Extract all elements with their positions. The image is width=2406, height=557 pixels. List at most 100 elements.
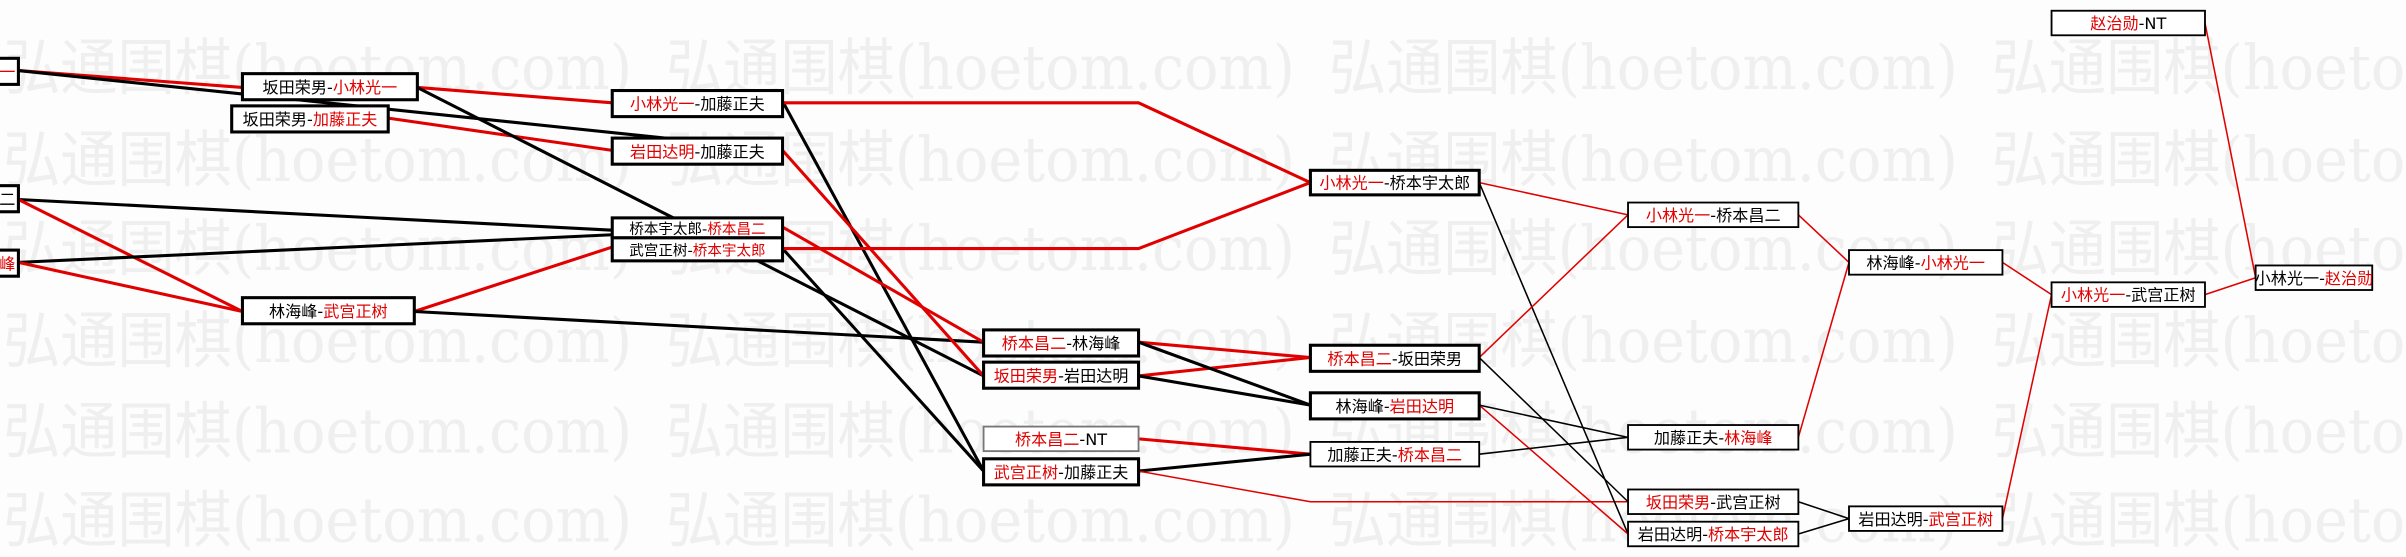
separator: - — [1079, 430, 1085, 449]
player-name: 加藤正夫 — [700, 95, 764, 114]
winner-name: 赵治勋 — [2090, 14, 2138, 33]
watermark-text: 弘通围棋(hoetom.com) — [1992, 397, 2406, 468]
match-box[interactable]: 小林光一-桥本宇太郎 — [1308, 168, 1481, 197]
watermark-text: 弘通围棋(hoetom.com) — [1992, 306, 2406, 377]
match-box-frame — [610, 136, 785, 166]
match-box[interactable]: 小林光一-加藤正夫 — [610, 88, 785, 119]
separator: - — [2319, 269, 2325, 288]
winner-name: 桥本昌二 — [1015, 430, 1079, 449]
match-box[interactable]: 加藤正夫-林海峰 — [1627, 424, 1800, 451]
winner-name: 岩田达明 — [1390, 397, 1454, 416]
match-box-frame — [1848, 505, 2004, 532]
match-box[interactable]: 坂田荣男-小林光一 — [240, 72, 419, 102]
separator: - — [1718, 428, 1724, 447]
match-box[interactable]: 赵治勋-NT — [2050, 9, 2206, 37]
winner-connector-line — [1138, 340, 1311, 360]
match-box[interactable]: 加藤正夫-桥本昌二 — [1309, 440, 1481, 468]
player-name: 小林光一 — [2255, 269, 2319, 288]
separator: - — [327, 78, 333, 97]
match-box[interactable]: 岩田达明-武宫正树 — [1848, 505, 2004, 532]
match-box[interactable]: 武宫正树-桥本宇太郎 — [610, 236, 785, 263]
match-box-frame — [2254, 264, 2374, 291]
loser-connector-line — [1138, 374, 1311, 407]
winner-connector-line — [782, 101, 1312, 184]
winner-connector-line — [781, 149, 985, 377]
match-box[interactable]: 林海峰-武宫正树 — [240, 296, 416, 326]
match-box-frame — [2050, 9, 2206, 37]
player-name: 加藤正夫 — [700, 142, 764, 161]
match-label: 桥本宇太郎-桥本昌二 — [629, 221, 765, 238]
match-box-frame — [1848, 249, 2004, 276]
loser-connector-line — [18, 233, 613, 264]
match-label: 小林光一-桥本宇太郎 — [1319, 174, 1470, 193]
match-box[interactable]: 林海峰-小林光一 — [1848, 249, 2004, 276]
separator: - — [694, 142, 700, 161]
loser-connector-line — [781, 247, 985, 473]
separator: - — [1923, 510, 1929, 529]
player-name: 林海峰 — [1866, 254, 1914, 273]
winner-connector-line — [782, 181, 1311, 251]
separator: - — [1384, 174, 1390, 193]
match-box[interactable]: 桥本昌二-NT — [982, 425, 1140, 453]
player-name: 加藤正夫 — [1327, 445, 1391, 464]
loser-connector-line — [414, 309, 984, 344]
player-name: 桥本宇太郎 — [629, 221, 702, 238]
winner-name: 武宫正树 — [994, 463, 1058, 482]
match-box-partial[interactable]: 二 — [0, 184, 20, 214]
match-box-partial[interactable]: 一 — [0, 56, 20, 86]
player-name: 林海峰 — [1335, 397, 1383, 416]
match-box[interactable]: 武宫正树-加藤正夫 — [982, 457, 1141, 487]
watermark-text: 弘通围棋(hoetom.com) — [3, 397, 632, 468]
winner-name: 武宫正树 — [323, 302, 387, 321]
winner-connector-line — [781, 225, 985, 344]
match-label: 桥本昌二-林海峰 — [1002, 334, 1121, 353]
match-box-frame — [0, 248, 20, 278]
match-box-frame — [982, 425, 1140, 453]
player-name: NT — [2144, 14, 2166, 33]
match-box[interactable]: 岩田达明-桥本宇太郎 — [1627, 520, 1800, 548]
match-box[interactable]: 坂田荣男-武宫正树 — [1627, 488, 1800, 515]
match-box-frame — [240, 72, 419, 102]
winner-connector-line — [1479, 181, 1629, 216]
winner-name: 岩田达明 — [630, 142, 694, 161]
match-box[interactable]: 林海峰-岩田达明 — [1308, 391, 1481, 421]
winner-name: 小林光一 — [1921, 254, 1985, 273]
match-box-frame — [0, 184, 20, 214]
match-label: 林海峰-武宫正树 — [269, 302, 388, 321]
match-label: 岩田达明-加藤正夫 — [630, 142, 765, 161]
match-box[interactable]: 坂田荣男-加藤正夫 — [230, 104, 390, 134]
match-box[interactable]: 小林光一-赵治勋 — [2254, 264, 2374, 291]
separator: - — [1392, 445, 1398, 464]
match-box-frame — [982, 457, 1141, 487]
match-box[interactable]: 桥本昌二-坂田荣男 — [1308, 343, 1481, 373]
match-label: 小林光一-武宫正树 — [2061, 286, 2196, 305]
match-label: 小林光一-赵治勋 — [2255, 269, 2374, 288]
match-box-partial[interactable]: 峰 — [0, 248, 20, 278]
match-box[interactable]: 岩田达明-加藤正夫 — [610, 136, 785, 166]
match-boxes: 一二峰坂田荣男-小林光一坂田荣男-加藤正夫林海峰-武宫正树小林光一-加藤正夫岩田… — [0, 9, 2374, 548]
player-name: 加藤正夫 — [1064, 463, 1128, 482]
match-box[interactable]: 桥本昌二-林海峰 — [982, 328, 1141, 358]
watermark-text: 弘通围棋(hoetom.com) — [1992, 125, 2406, 196]
match-box[interactable]: 桥本宇太郎-桥本昌二 — [610, 216, 785, 240]
match-box-frame — [1627, 488, 1800, 515]
match-label: 武宫正树-桥本宇太郎 — [629, 242, 765, 259]
loser-connector-line — [1798, 517, 1850, 535]
watermark-layer: 弘通围棋(hoetom.com) 弘通围棋(hoetom.com) 弘通围棋(hoe… — [3, 33, 2406, 557]
loser-connector-line — [1479, 436, 1629, 455]
player-name: 坂田荣男 — [243, 110, 307, 129]
separator: - — [2125, 286, 2131, 305]
match-label: 坂田荣男-岩田达明 — [994, 366, 1129, 385]
match-box-frame — [1308, 343, 1481, 373]
match-label: 坂田荣男-加藤正夫 — [243, 110, 378, 129]
player-name: 林海峰 — [1072, 334, 1120, 353]
winner-connector-line — [1478, 404, 1629, 535]
player-name: NT — [1085, 430, 1107, 449]
match-box[interactable]: 小林光一-桥本昌二 — [1627, 201, 1800, 229]
separator: - — [317, 302, 323, 321]
match-box[interactable]: 坂田荣男-岩田达明 — [982, 360, 1141, 390]
match-box[interactable]: 小林光一-武宫正树 — [2050, 281, 2206, 308]
winner-connector-line — [1797, 214, 1850, 263]
winner-connector-line — [1138, 437, 1311, 456]
separator: - — [1392, 349, 1398, 368]
